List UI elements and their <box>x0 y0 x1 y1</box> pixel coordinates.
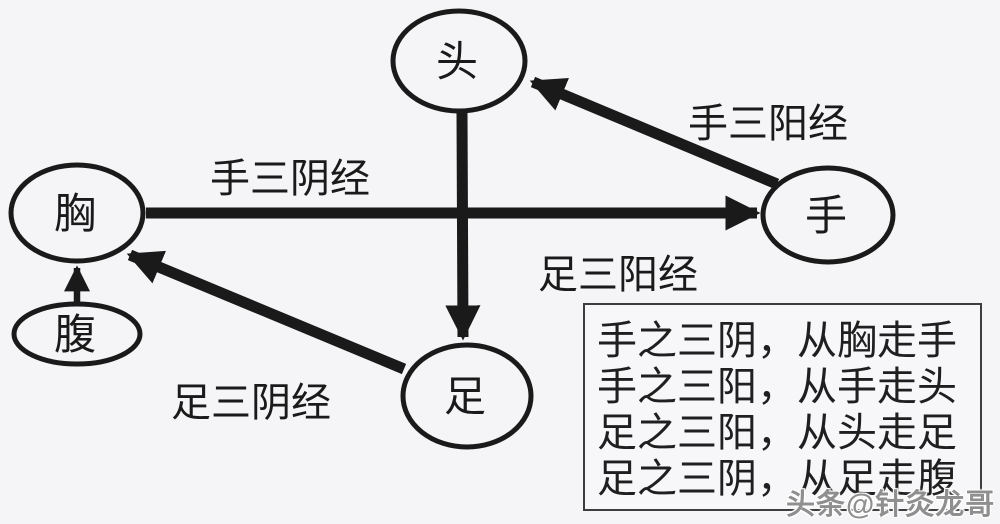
arrow-hand-to-head <box>529 76 780 190</box>
node-chest-label: 胸 <box>54 190 96 237</box>
arrow-foot-to-chest <box>126 249 407 375</box>
node-abdomen-ellipse <box>11 301 143 367</box>
arrow-head-to-foot <box>445 112 481 341</box>
legend-box <box>583 303 982 511</box>
edge-label-hand-yang: 手三阳经 <box>688 102 848 146</box>
node-chest-ellipse <box>8 162 146 264</box>
watermark-text: 头条@针灸龙哥 <box>786 489 996 521</box>
edge-label-foot-yang: 足三阳经 <box>538 253 698 297</box>
node-foot-ellipse <box>400 342 534 450</box>
node-foot-label: 足 <box>444 373 486 420</box>
node-hand-label: 手 <box>805 192 847 239</box>
node-hand-ellipse <box>760 165 896 265</box>
legend-line-3: 足之三阳，从头走足 <box>597 411 957 455</box>
legend-line-2: 手之三阳，从手走头 <box>597 365 957 409</box>
node-abdomen-label: 腹 <box>54 311 96 358</box>
edge-label-foot-yin: 足三阴经 <box>171 381 331 425</box>
node-head-label: 头 <box>436 38 478 85</box>
edge-label-hand-yin: 手三阴经 <box>210 157 370 201</box>
node-head-ellipse <box>390 8 528 114</box>
legend-line-1: 手之三阴，从胸走手 <box>597 319 957 363</box>
legend-line-4: 足之三阴，从足走腹 <box>597 457 957 501</box>
